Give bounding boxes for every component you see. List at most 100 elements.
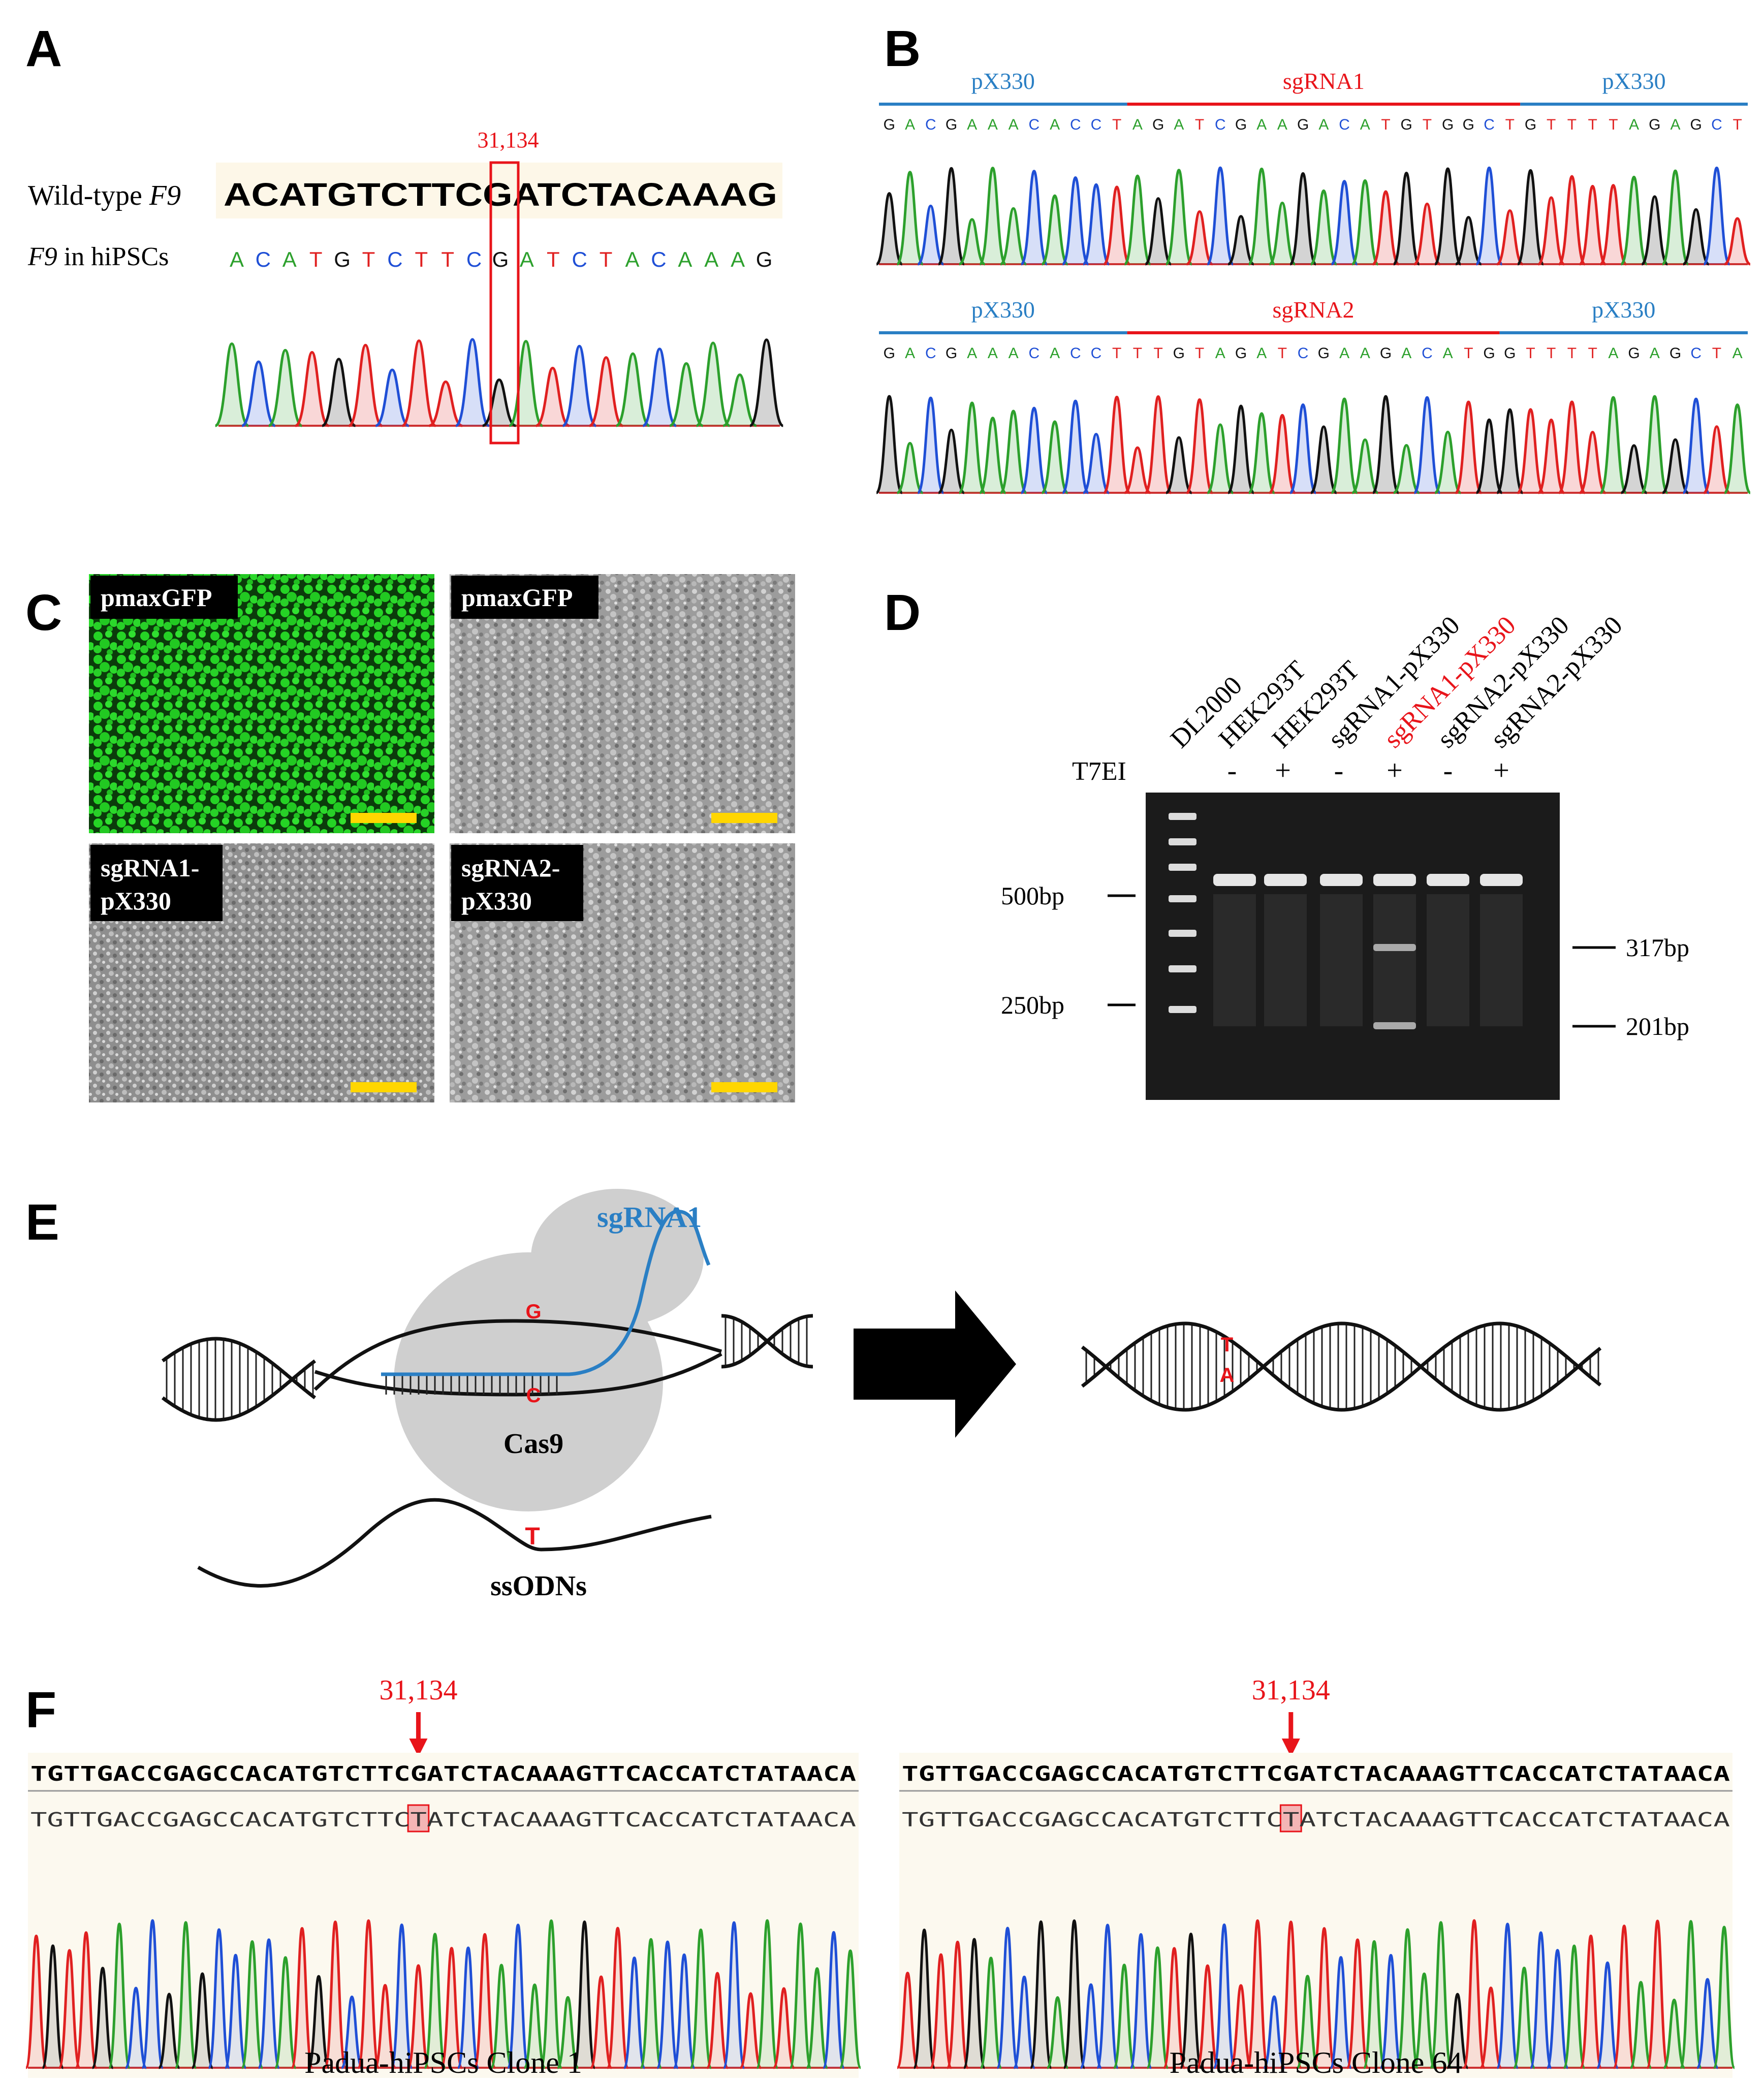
t7ei-sign: + [1493, 755, 1509, 786]
chrom-f-left-peak [556, 1996, 580, 2069]
chrom-b-top-peak [1061, 176, 1090, 266]
sequence-base-bottom: G [946, 345, 957, 362]
dna-result-strand [1081, 1321, 1602, 1412]
sequence-base-bottom: T [1112, 345, 1121, 362]
sequence-base-top: G [1525, 116, 1536, 133]
segment-label-top-right: pX330 [1602, 68, 1665, 94]
main-band [1264, 874, 1307, 886]
hipsc-base: A [678, 247, 692, 271]
hipsc-base: C [572, 247, 587, 271]
sequence-base-top: G [1235, 116, 1247, 133]
t7ei-sign: - [1443, 755, 1453, 786]
chrom-b-bottom-peak [1061, 399, 1090, 494]
chrom-f-left-peak [523, 1983, 547, 2069]
chrom-f-left-peak [838, 1949, 862, 2069]
label-tl: pmaxGFP [101, 583, 212, 612]
chrom-f-right-peak [1662, 1999, 1686, 2069]
chrom-f-left-peak [440, 1947, 463, 2069]
chrom-b-top-peak [1682, 208, 1710, 266]
hipsc-base: T [441, 247, 454, 271]
marker-201bp: 201bp [1626, 1012, 1689, 1040]
chrom-f-right-peak [962, 1938, 986, 2069]
chrom-b-bottom-peak [1020, 406, 1049, 494]
sequence-base-bottom: T [1464, 345, 1473, 362]
chrom-b-top-peak [937, 167, 966, 266]
chrom-f-left-peak [490, 1964, 513, 2069]
sequence-base-bottom: T [1278, 345, 1287, 362]
chrom-f-right-peak [1263, 1995, 1286, 2069]
scale-bar-bl [351, 1082, 417, 1092]
chrom-a-peak [455, 338, 490, 427]
chrom-b-bottom-peak [1641, 395, 1669, 494]
chrom-b-bottom-peak [1475, 418, 1503, 494]
chrom-f-left-peak [755, 1919, 779, 2069]
chrom-f-right-peak [979, 1956, 1003, 2069]
chrom-f-right-peak [1462, 1919, 1486, 2069]
chrom-f-right-peak [1429, 1921, 1453, 2069]
sequence-base-bottom: T [1153, 345, 1162, 362]
sequence-base-bottom: G [1235, 345, 1247, 362]
chrom-b-top-peak [1433, 167, 1462, 266]
chrom-b-bottom-peak [1124, 446, 1151, 494]
dna-left-strand [161, 1337, 317, 1400]
chrom-b-top-peak [917, 204, 944, 266]
chrom-b-bottom-peak [1393, 444, 1420, 494]
chrom-f-right-peak [1579, 1934, 1603, 2069]
chrom-b-top-peak [1269, 201, 1296, 266]
panel-d: D DL2000HEK293THEK293TsgRNA1-pX330sgRNA1… [884, 584, 1689, 1100]
reference-sequence-left: TGTTGACCGAGCCACATGTCTTCGATCTACAAAGTTCACC… [30, 1762, 856, 1786]
main-band [1213, 874, 1256, 886]
sequence-base-top: G [1690, 116, 1702, 133]
panel-label-f: F [25, 1682, 56, 1739]
label-bg-br [451, 845, 583, 921]
ladder-band [1169, 838, 1196, 845]
chrom-b-top-peak [1020, 170, 1049, 266]
chrom-f-left-peak [274, 1956, 297, 2069]
chrom-b-bottom-peak [1351, 438, 1379, 494]
wildtype-sequence: ACATGTCTTCGATCTACAAAG [224, 176, 777, 213]
chrom-b-top-peak [1703, 166, 1731, 266]
sequence-base-bottom: A [905, 345, 915, 362]
chrom-b-bottom-peak [1413, 396, 1441, 494]
chrom-b-top-peak [1516, 169, 1545, 266]
chrom-a-peak [615, 352, 650, 427]
donor-base-t: T [525, 1523, 540, 1550]
chrom-b-top-peak [1392, 172, 1421, 266]
lane-smear [1264, 894, 1307, 1026]
marker-317bp: 317bp [1626, 933, 1689, 962]
panel-label-e: E [25, 1194, 59, 1251]
sequence-base-bottom: T [1133, 345, 1142, 362]
sequence-base-top: A [1256, 116, 1267, 133]
chrom-b-bottom-peak [1165, 436, 1192, 494]
hipsc-base: A [520, 247, 534, 271]
chrom-f-left-peak [456, 1946, 480, 2069]
hipsc-base: T [547, 247, 560, 271]
chrom-f-left-peak [506, 1923, 530, 2069]
chrom-f-left-peak [789, 1922, 812, 2069]
t7ei-sign: + [1275, 755, 1291, 786]
ssodn-strand [197, 1498, 712, 1588]
chrom-f-right-peak [1362, 1940, 1386, 2069]
ladder-band [1169, 930, 1196, 937]
chrom-b-bottom-peak [1434, 430, 1462, 494]
sequence-base-bottom: G [1318, 345, 1330, 362]
sequence-base-bottom: C [925, 345, 936, 362]
chrom-f-left-peak [207, 1928, 231, 2069]
gel-bands [1169, 813, 1523, 1029]
chrom-b-bottom-peak [1082, 433, 1110, 494]
hipsc-base: A [625, 247, 640, 271]
chrom-f-right-peak [1396, 1928, 1420, 2069]
chrom-b-bottom-peak [1041, 420, 1068, 494]
chrom-b-bottom-peak [999, 409, 1028, 494]
cas9-label: Cas9 [503, 1428, 563, 1460]
chrom-b-top-peak [1372, 190, 1400, 266]
sequence-base-bottom: A [988, 345, 998, 362]
chrom-f-left-peak [656, 1940, 679, 2069]
chrom-f-left-peak [639, 1938, 663, 2069]
sequence-base-top: C [1091, 116, 1102, 133]
chrom-f-left-peak [689, 1928, 713, 2069]
sequence-base-bottom: G [884, 345, 895, 362]
chrom-b-bottom-peak [896, 441, 924, 494]
chrom-b-bottom-peak [1620, 444, 1648, 494]
sequence-base-top: G [1463, 116, 1474, 133]
